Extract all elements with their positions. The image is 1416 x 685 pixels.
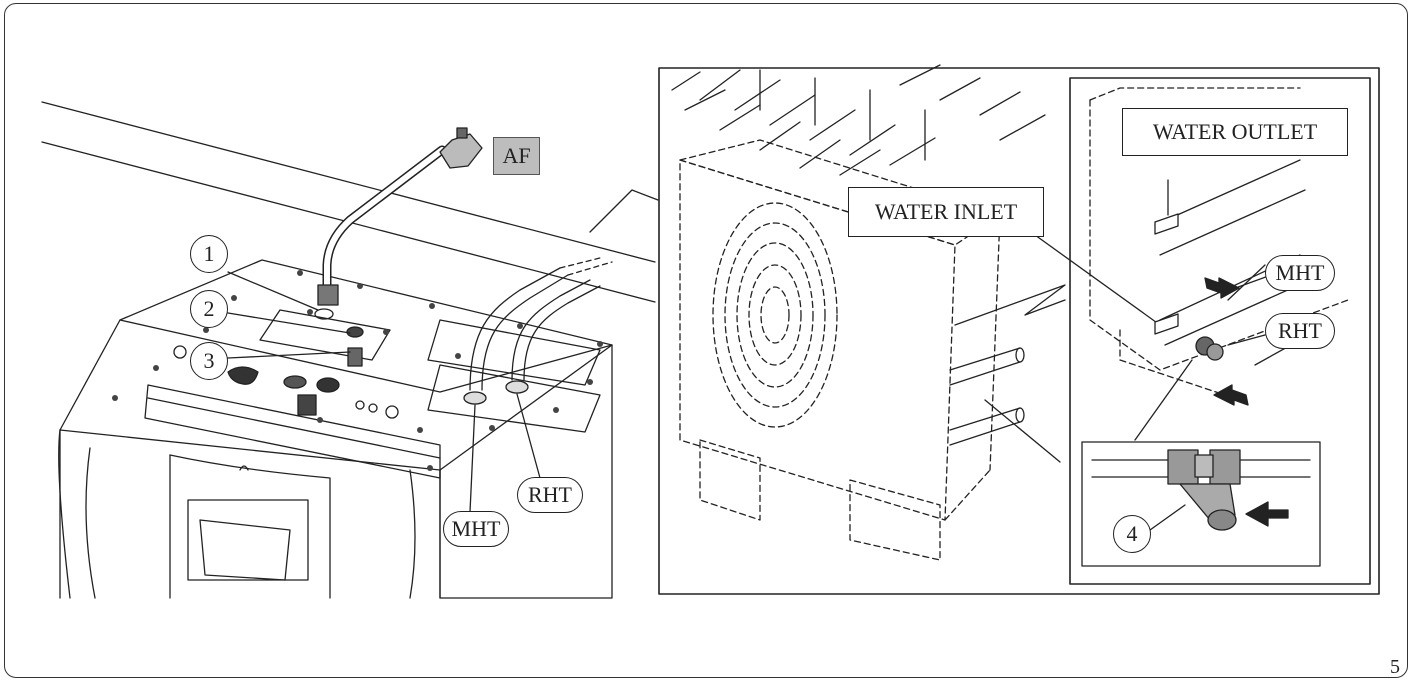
callout-2: 2	[190, 290, 228, 328]
water-outlet-label: WATER OUTLET	[1122, 108, 1348, 156]
af-label: AF	[493, 137, 540, 175]
page-frame	[4, 3, 1408, 678]
indoor-unit-drawing	[58, 257, 613, 599]
callout-1: 1	[190, 235, 228, 273]
guide-line-upper	[41, 101, 656, 263]
callout-4: 4	[1113, 515, 1151, 553]
brick-wall	[671, 64, 1046, 176]
inner-detail	[1089, 87, 1349, 401]
af-pipe	[317, 127, 483, 306]
callout-3: 3	[190, 342, 228, 380]
mht-label-detail: MHT	[1265, 255, 1335, 291]
y-filter	[1167, 449, 1241, 531]
rht-label-detail: RHT	[1265, 313, 1335, 349]
rht-label-unit: RHT	[517, 477, 583, 513]
page-number: 5	[1390, 656, 1400, 678]
mht-label-unit: MHT	[443, 511, 509, 547]
detail-pointer	[589, 189, 659, 233]
water-inlet-label: WATER INLET	[848, 187, 1044, 237]
